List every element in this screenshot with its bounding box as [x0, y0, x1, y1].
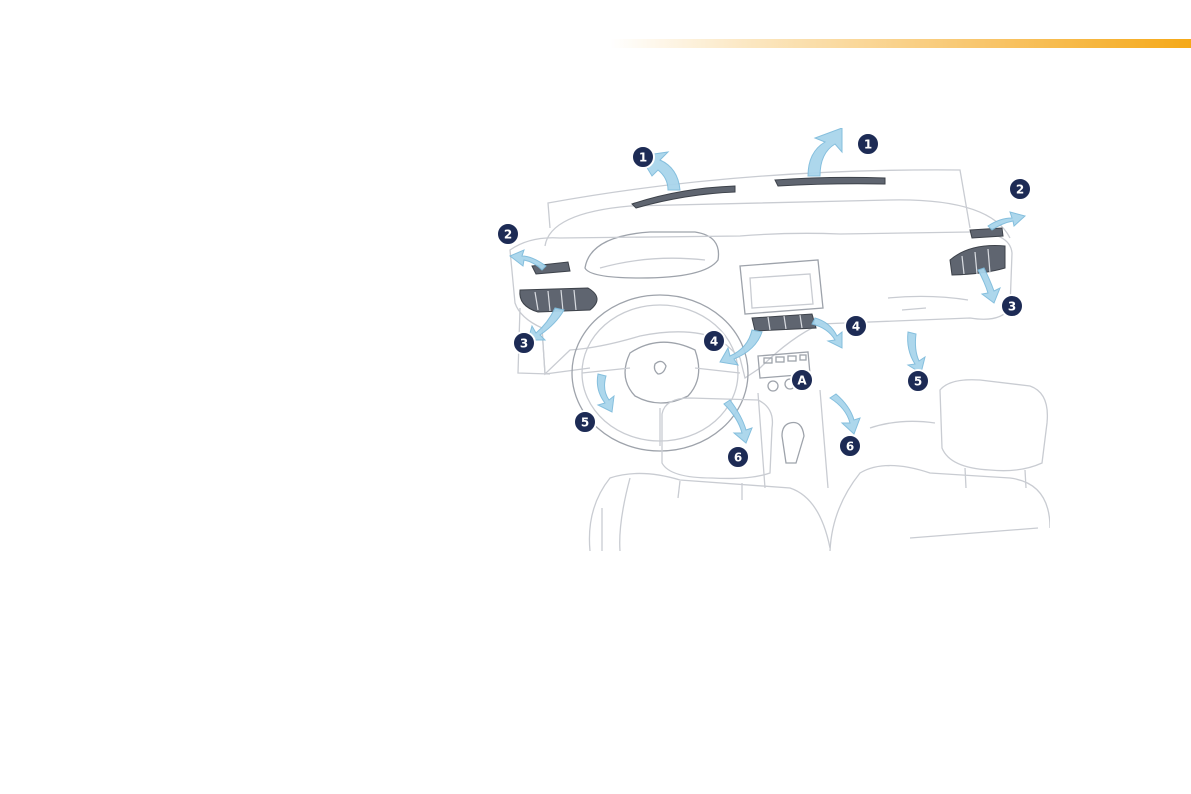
airflow-5-right [908, 332, 925, 373]
center-vents [752, 314, 816, 331]
badge-5-right: 5 [907, 370, 929, 392]
badge-2-left: 2 [497, 223, 519, 245]
badge-3-left: 3 [513, 332, 535, 354]
badge-4-right: 4 [845, 315, 867, 337]
badge-6-left: 6 [727, 446, 749, 468]
svg-text:5: 5 [914, 375, 922, 389]
svg-text:2: 2 [1016, 183, 1024, 197]
airflow-2-right [988, 212, 1025, 230]
badge-2-right: 2 [1009, 178, 1031, 200]
svg-text:4: 4 [852, 320, 860, 334]
svg-text:3: 3 [520, 337, 528, 351]
badge-1-left: 1 [632, 146, 654, 168]
svg-text:3: 3 [1008, 300, 1016, 314]
svg-text:A: A [797, 374, 807, 388]
svg-text:6: 6 [734, 451, 742, 465]
right-side-vents [950, 228, 1005, 275]
airflow-5-left [597, 374, 614, 412]
dashboard-diagram: 1 1 2 2 3 3 4 [490, 128, 1050, 551]
svg-text:5: 5 [581, 416, 589, 430]
dashboard-top [545, 200, 1010, 246]
badge-6-right: 6 [839, 435, 861, 457]
airflow-1-right [808, 128, 842, 176]
dashboard-illustration: 1 1 2 2 3 3 4 [490, 128, 1050, 551]
svg-text:6: 6 [846, 440, 854, 454]
airflow-2-left [510, 250, 546, 270]
steering-wheel [572, 295, 748, 451]
front-right-seat [830, 380, 1050, 551]
svg-text:1: 1 [639, 151, 647, 165]
instrument-cluster [585, 232, 719, 278]
header-accent-bar [610, 39, 1191, 48]
svg-text:2: 2 [504, 228, 512, 242]
badge-1-right: 1 [857, 133, 879, 155]
svg-text:4: 4 [710, 335, 718, 349]
badge-3-right: 3 [1001, 295, 1023, 317]
badge-a-climate-panel: A [791, 369, 813, 391]
airflow-4-right [812, 318, 842, 348]
badge-5-left: 5 [574, 411, 596, 433]
badge-4-left: 4 [703, 330, 725, 352]
airflow-6-right [830, 394, 860, 434]
windshield-outline [548, 170, 970, 228]
airflow-3-right [978, 268, 1000, 303]
svg-text:1: 1 [864, 138, 872, 152]
front-left-seat [589, 398, 830, 551]
glovebox [888, 296, 968, 300]
